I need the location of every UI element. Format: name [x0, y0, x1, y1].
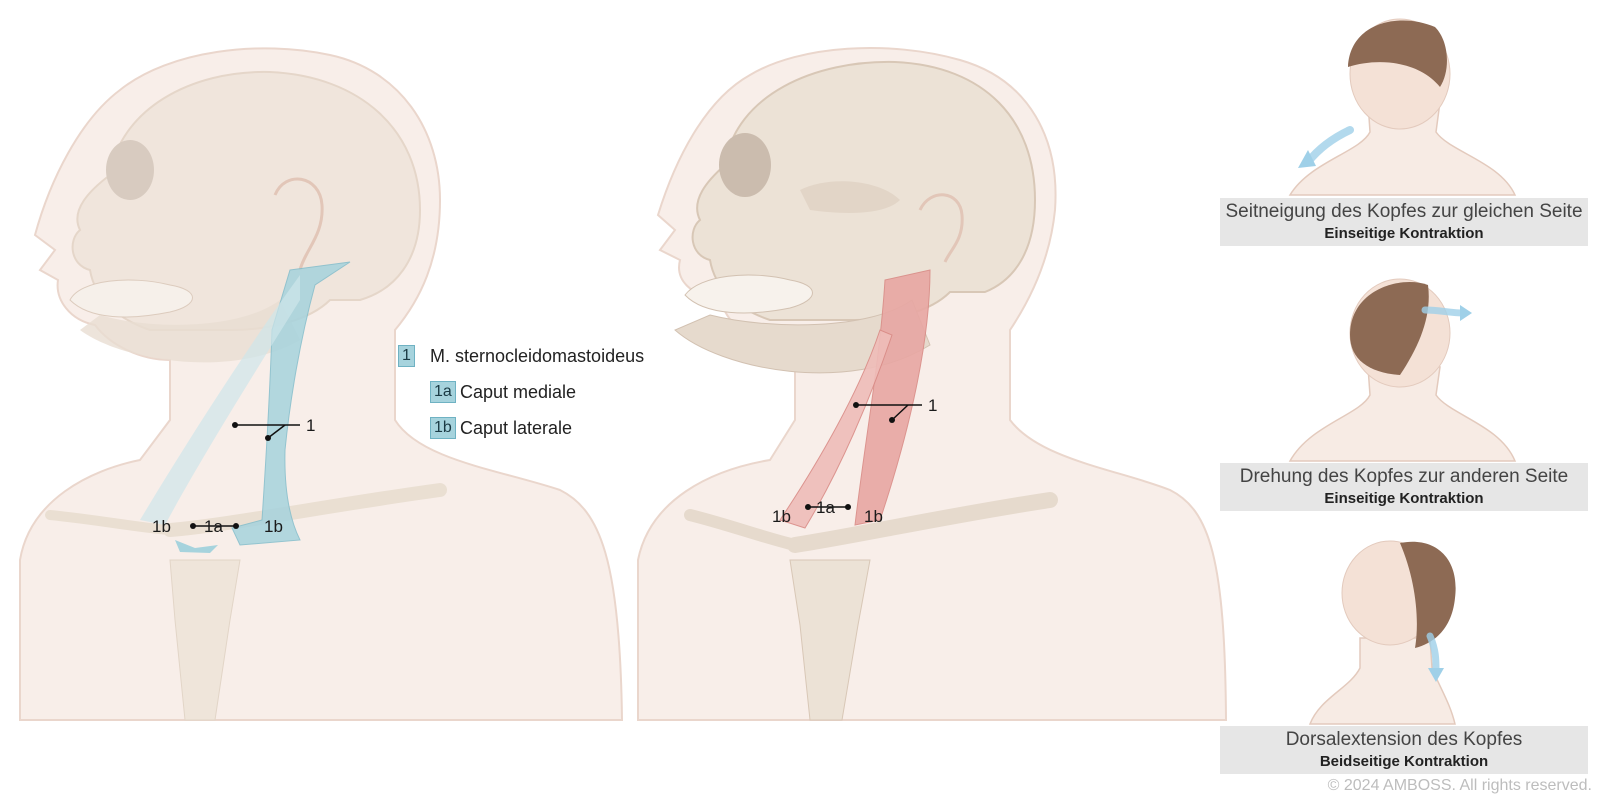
sternum: [789, 559, 871, 721]
scm-blue-lateral-head: [231, 261, 351, 546]
leader-dot: [853, 402, 859, 408]
caption-subtitle: Einseitige Kontraktion: [1324, 225, 1484, 242]
caption-dorsal-extension: Dorsalextension des Kopfes Beidseitige K…: [1220, 726, 1588, 774]
arrowhead-icon: [1298, 150, 1316, 168]
leader-line-1b: [891, 404, 909, 421]
label-1: 1: [306, 416, 315, 435]
legend-text: Caput laterale: [460, 418, 573, 438]
caption-title: Drehung des Kopfes zur anderen Seite: [1239, 466, 1569, 487]
shoulders: [1308, 637, 1456, 725]
clavicle: [787, 492, 1058, 553]
action-illustration-lateral-flexion: [1288, 18, 1517, 196]
hair: [1350, 282, 1429, 375]
clavicle-left: [684, 509, 801, 551]
caption-title: Seitneigung des Kopfes zur gleichen Seit…: [1225, 201, 1583, 222]
zygomatic-arch: [800, 181, 900, 213]
middle-anatomy-illustration: 1 1a 1b 1b: [637, 47, 1228, 721]
left-anatomy-figure: 1 1a 1b 1b: [0, 0, 640, 760]
clavicle-left: [45, 510, 175, 535]
leader-dot: [889, 417, 895, 423]
leader-dot: [190, 523, 196, 529]
label-1: 1: [928, 396, 937, 415]
action-dorsal-extension: [1250, 538, 1550, 726]
ear: [918, 193, 964, 263]
legend-badge: 1b: [430, 417, 456, 439]
legend-badge: 1: [398, 345, 415, 367]
hair: [1348, 20, 1447, 88]
arrow-icon: [1421, 306, 1468, 317]
label-1b-left: 1b: [152, 517, 171, 536]
caption-title: Dorsalextension des Kopfes: [1285, 729, 1523, 750]
leader-dot: [805, 504, 811, 510]
action-illustration-rotation: [1288, 278, 1517, 462]
legend-text: M. sternocleidomastoideus: [430, 346, 645, 366]
scm-blue-attachment: [175, 540, 218, 553]
leader-dot: [265, 435, 271, 441]
arrowhead-icon: [1428, 668, 1444, 682]
label-1a: 1a: [204, 517, 223, 536]
leader-dot: [233, 523, 239, 529]
caption-subtitle: Beidseitige Kontraktion: [1319, 753, 1489, 770]
middle-anatomy-figure: 1 1a 1b 1b: [630, 0, 1230, 760]
scm-blue-medial-head: [140, 275, 300, 525]
hair: [1400, 541, 1456, 648]
ear: [273, 177, 324, 271]
label-1b-left: 1b: [772, 507, 791, 526]
orbit: [106, 140, 154, 200]
scm-red-medial-head: [779, 329, 893, 529]
mandible: [80, 300, 300, 363]
action-illustration-dorsal-extension: [1308, 540, 1456, 725]
caption-subtitle: Einseitige Kontraktion: [1324, 490, 1484, 507]
action-lateral-flexion: [1250, 12, 1550, 197]
leader-dot: [232, 422, 238, 428]
copyright-notice: © 2024 AMBOSS. All rights reserved.: [1327, 777, 1592, 794]
mandible: [674, 299, 931, 374]
arrowhead-icon: [1460, 305, 1472, 321]
teeth: [69, 279, 193, 318]
shoulders: [1288, 366, 1517, 462]
label-1b-right: 1b: [864, 507, 883, 526]
caption-rotation: Drehung des Kopfes zur anderen Seite Ein…: [1220, 463, 1588, 511]
arrow-icon: [1426, 632, 1440, 674]
orbit: [719, 133, 771, 197]
leader-dot: [845, 504, 851, 510]
leader-line-1b: [267, 424, 286, 439]
action-rotation: [1250, 275, 1550, 463]
label-1a: 1a: [816, 498, 835, 517]
left-anatomy-illustration: 1 1a 1b 1b: [19, 47, 624, 721]
label-1b-right: 1b: [264, 517, 283, 536]
teeth: [684, 274, 813, 314]
caption-lateral-flexion: Seitneigung des Kopfes zur gleichen Seit…: [1220, 198, 1588, 246]
sternum: [169, 559, 241, 721]
legend-text: Caput mediale: [460, 382, 577, 402]
legend-badge: 1a: [430, 381, 456, 403]
